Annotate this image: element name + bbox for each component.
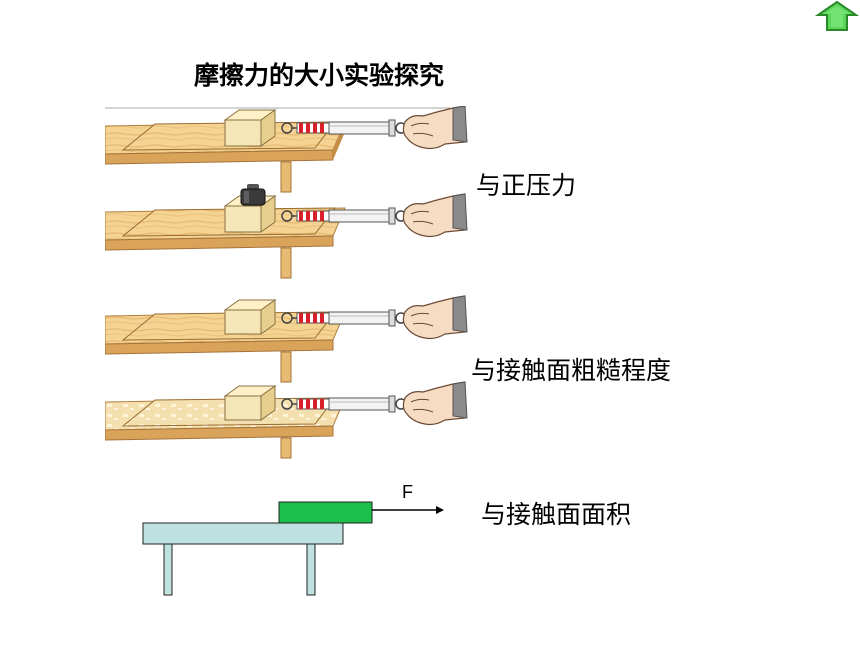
table-top: [142, 522, 344, 545]
experiment-scene-basic: [104, 105, 475, 206]
table-leg-left: [163, 543, 173, 596]
contact-area-diagram: [140, 495, 460, 605]
table-leg-right: [306, 543, 316, 596]
experiment-scene-rough: [104, 372, 475, 472]
home-button[interactable]: [814, 0, 860, 32]
green-block: [278, 501, 373, 524]
force-label: F: [402, 482, 413, 502]
weight-icon: [240, 184, 266, 206]
experiment-scene-weight: [104, 182, 475, 282]
experiment-scene-smooth: [104, 290, 475, 390]
label-normal-force: 与正压力: [476, 171, 577, 200]
label-contact-area: 与接触面面积: [481, 500, 632, 529]
page-title: 摩擦力的大小实验探究: [194, 61, 445, 90]
up-arrow-home-icon: [814, 0, 860, 31]
label-roughness: 与接触面粗糙程度: [471, 356, 672, 385]
